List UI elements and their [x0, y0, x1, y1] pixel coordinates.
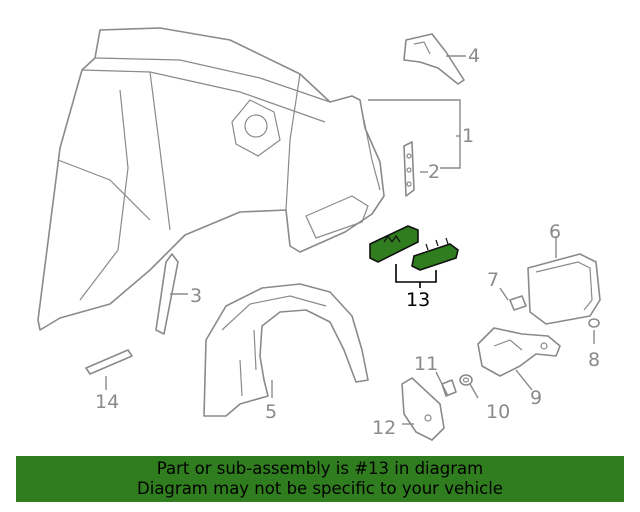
- washer-part-10: [459, 374, 473, 386]
- callout-3: 3: [190, 285, 202, 307]
- callout-9: 9: [530, 387, 542, 409]
- callout-6: 6: [549, 221, 561, 243]
- wheel-liner-part-5: [203, 283, 369, 417]
- callout-2: 2: [428, 161, 440, 183]
- callout-13: 13: [406, 289, 430, 311]
- parts-diagram: 1 2 3 4 5 6 7 8 9 10 11 12 13 14: [37, 27, 601, 441]
- diagram-notice-banner: Part or sub-assembly is #13 in diagram D…: [16, 456, 624, 502]
- callout-5: 5: [265, 401, 277, 423]
- pad-part-7: [509, 295, 527, 311]
- grommet-part-8: [588, 318, 600, 328]
- callout-8: 8: [588, 349, 600, 371]
- callout-12: 12: [372, 417, 396, 439]
- callout-4: 4: [468, 45, 480, 67]
- callout-14: 14: [95, 391, 119, 413]
- quarter-panel-part-1: [37, 27, 385, 331]
- callout-11: 11: [414, 353, 438, 375]
- molding-part-3: [155, 253, 179, 335]
- callout-1: 1: [462, 125, 474, 147]
- callout-7: 7: [487, 269, 499, 291]
- lower-bracket-part-12: [401, 377, 445, 441]
- notice-line-2: Diagram may not be specific to your vehi…: [137, 479, 503, 498]
- callout-10: 10: [486, 401, 510, 423]
- notice-line-1: Part or sub-assembly is #13 in diagram: [156, 459, 484, 478]
- highlighted-part-13: [369, 225, 459, 271]
- fuel-door-part-6: [527, 253, 601, 325]
- bracket-part-2: [403, 141, 415, 197]
- upper-bracket-part-4: [403, 33, 465, 85]
- actuator-part-9: [477, 327, 561, 377]
- pad-part-14: [85, 349, 133, 375]
